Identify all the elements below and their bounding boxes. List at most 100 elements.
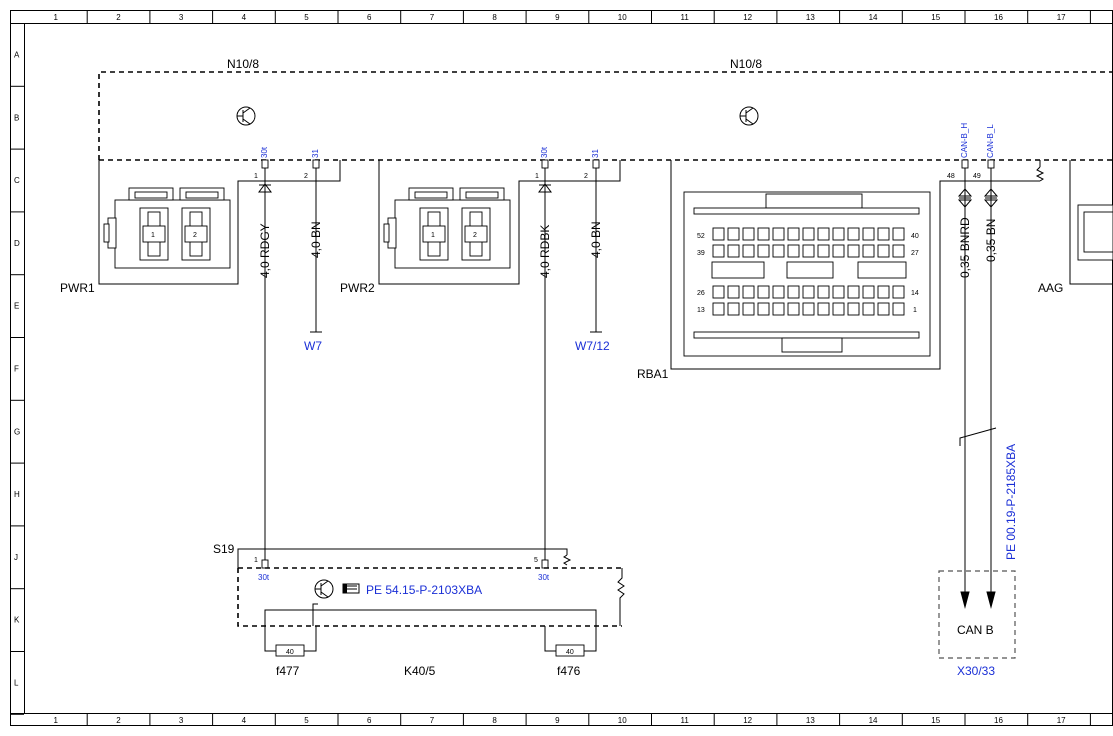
pin-label: CAN-B_L bbox=[986, 124, 995, 158]
column-number: 5 bbox=[304, 13, 309, 22]
pin-cavity bbox=[877, 244, 890, 258]
row-letter: A bbox=[14, 51, 20, 60]
pin-cavity bbox=[742, 227, 755, 241]
column-number: 14 bbox=[869, 13, 878, 22]
column-number: 7 bbox=[430, 716, 435, 725]
pin-cavity bbox=[877, 285, 890, 299]
column-number: 8 bbox=[492, 13, 497, 22]
pin-cavity bbox=[817, 227, 830, 241]
connector-housing-icon: 1 2 bbox=[103, 187, 231, 269]
pin-cavity bbox=[712, 244, 725, 258]
reference-link-pe-00[interactable]: PE 00.19-P-2185XBA bbox=[1004, 444, 1018, 560]
column-number: 3 bbox=[179, 716, 184, 725]
svg-text:40: 40 bbox=[286, 649, 294, 656]
pin-cavity bbox=[712, 285, 725, 299]
wires: 0,35 BNRD 0,35 BN 4,0 RDGY 4,0 BN 4,0 RD… bbox=[258, 168, 999, 609]
connector-pwr2: PWR2 1 2 1 2 30t 31 bbox=[340, 146, 621, 295]
pin-cavity bbox=[712, 302, 725, 316]
pin-cavity bbox=[847, 244, 860, 258]
pin-cavity bbox=[787, 302, 800, 316]
pin-cavity bbox=[787, 227, 800, 241]
row-letter: H bbox=[14, 490, 20, 499]
module-label-n10-8: N10/8 bbox=[227, 57, 259, 71]
pin-cavity bbox=[817, 285, 830, 299]
pin-cavity bbox=[862, 244, 875, 258]
svg-text:1: 1 bbox=[535, 173, 539, 180]
pin-cavity bbox=[727, 285, 740, 299]
column-number: 12 bbox=[743, 716, 752, 725]
column-number: 11 bbox=[681, 13, 690, 22]
pin-label: 31 bbox=[591, 149, 600, 158]
pin-cavity bbox=[742, 244, 755, 258]
wire-label: 0,35 BNRD bbox=[958, 217, 972, 278]
pin-cavity bbox=[817, 244, 830, 258]
column-number: 10 bbox=[618, 716, 627, 725]
ground-point-w7-12[interactable]: W7/12 bbox=[575, 339, 610, 353]
pin-cavity bbox=[727, 244, 740, 258]
column-number: 6 bbox=[367, 716, 372, 725]
column-number: 2 bbox=[116, 716, 121, 725]
pin-cavity bbox=[757, 285, 770, 299]
transistor-icon bbox=[236, 106, 256, 126]
column-number: 8 bbox=[492, 716, 497, 725]
svg-text:1: 1 bbox=[254, 557, 258, 564]
pin-cavity bbox=[877, 227, 890, 241]
column-number: 17 bbox=[1057, 716, 1066, 725]
svg-text:5: 5 bbox=[534, 557, 538, 564]
column-number: 14 bbox=[869, 716, 878, 725]
svg-text:39: 39 bbox=[697, 250, 705, 257]
module-label-k40-5: K40/5 bbox=[404, 664, 436, 678]
pin-cavity bbox=[832, 302, 845, 316]
connector-housing-icon: 1 2 bbox=[383, 187, 511, 269]
pin-label: 30t bbox=[258, 573, 270, 582]
ground-point-w7[interactable]: W7 bbox=[304, 339, 322, 353]
row-letter: D bbox=[14, 239, 20, 248]
connector-label-aag: AAG bbox=[1038, 281, 1063, 295]
column-number: 9 bbox=[555, 716, 560, 725]
pin-cavity bbox=[772, 227, 785, 241]
pin-cavity bbox=[892, 227, 905, 241]
svg-text:40: 40 bbox=[911, 233, 919, 240]
pin-cavity bbox=[772, 302, 785, 316]
column-number: 6 bbox=[367, 13, 372, 22]
column-number: 16 bbox=[994, 13, 1003, 22]
n10-8-module: N10/8 N10/8 bbox=[98, 57, 1113, 161]
pin-cavity bbox=[847, 227, 860, 241]
column-number: 2 bbox=[116, 13, 121, 22]
pin-cavity bbox=[892, 244, 905, 258]
fuse-label-f476: f476 bbox=[557, 664, 581, 678]
s19-k40-5: S19 1 5 30t 30t PE 54.15-P-2103XBA bbox=[213, 542, 625, 678]
wire-label: 4,0 BN bbox=[309, 221, 323, 258]
transistor-icon bbox=[739, 106, 759, 126]
column-number: 15 bbox=[931, 13, 940, 22]
column-number: 13 bbox=[806, 716, 815, 725]
pin-label: CAN-B_H bbox=[960, 123, 969, 158]
column-number: 4 bbox=[242, 13, 247, 22]
svg-text:27: 27 bbox=[911, 250, 919, 257]
pin-cavity bbox=[757, 302, 770, 316]
pin-cavity bbox=[832, 227, 845, 241]
svg-text:1: 1 bbox=[913, 307, 917, 314]
pin-cavity bbox=[817, 302, 830, 316]
pin-cavity bbox=[742, 285, 755, 299]
svg-text:2: 2 bbox=[304, 173, 308, 180]
pin-cavity bbox=[712, 227, 725, 241]
column-number: 1 bbox=[54, 13, 59, 22]
reference-link-pe-54[interactable]: PE 54.15-P-2103XBA bbox=[366, 583, 482, 597]
connector-link-x30-33[interactable]: X30/33 bbox=[957, 664, 995, 678]
pin-cavity bbox=[802, 302, 815, 316]
pin-cavity bbox=[772, 285, 785, 299]
svg-text:26: 26 bbox=[697, 290, 705, 297]
svg-text:1: 1 bbox=[254, 173, 258, 180]
row-letter: E bbox=[14, 302, 19, 311]
column-number: 1 bbox=[54, 716, 59, 725]
pin-cavity bbox=[802, 227, 815, 241]
transistor-icon bbox=[314, 579, 334, 599]
svg-text:52: 52 bbox=[697, 233, 705, 240]
wire-label: 0,35 BN bbox=[984, 219, 998, 262]
column-number: 13 bbox=[806, 13, 815, 22]
row-letter: G bbox=[14, 427, 20, 436]
pin-label: 30t bbox=[538, 573, 550, 582]
connector-label-pwr1: PWR1 bbox=[60, 281, 95, 295]
